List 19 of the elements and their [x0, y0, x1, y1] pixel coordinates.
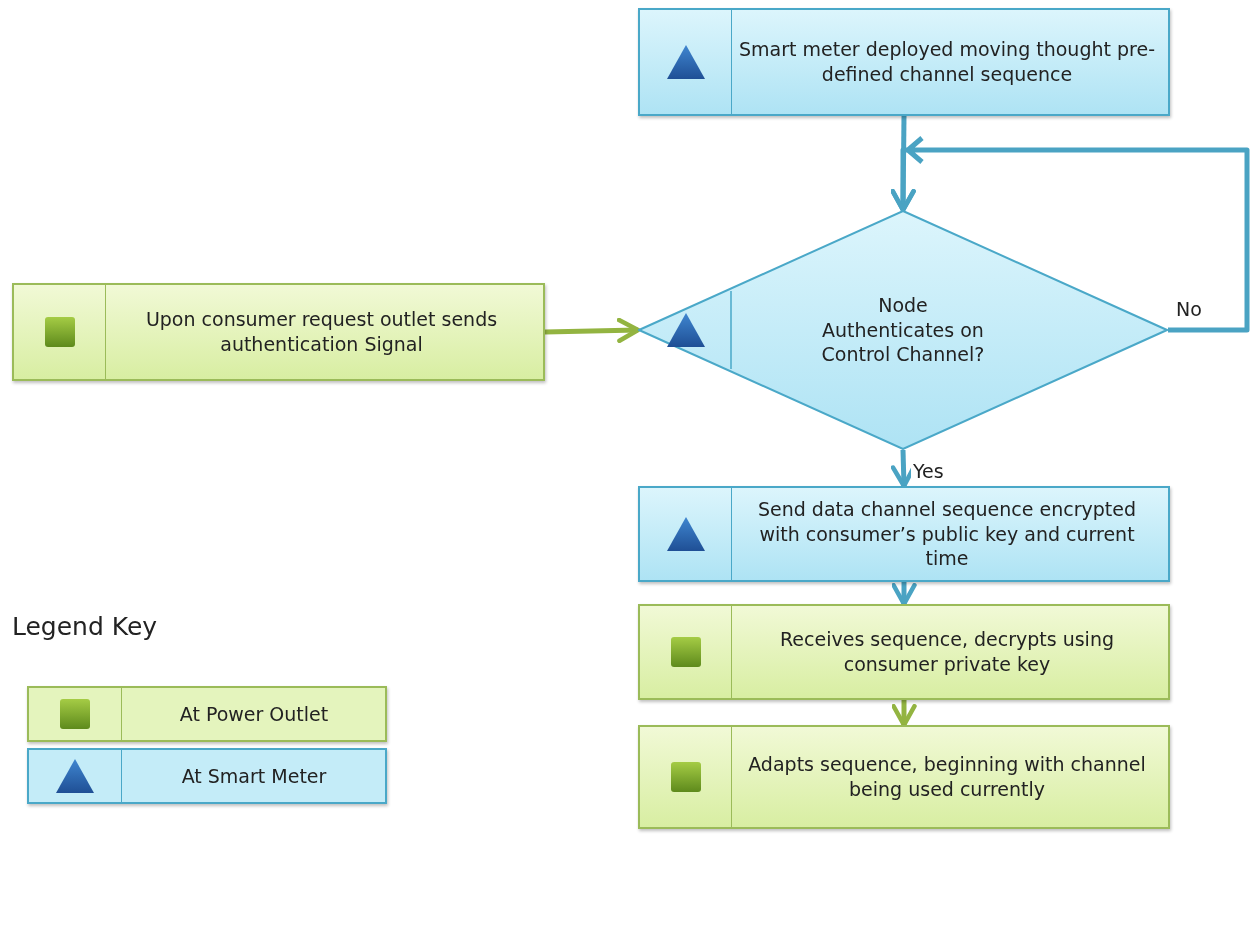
arrow [891, 700, 917, 728]
process-box [638, 8, 1170, 116]
step-text: Node Authenticates on Control Channel? [820, 292, 986, 368]
legend-title: Legend Key [12, 612, 158, 641]
arrow [891, 582, 917, 607]
process-box [638, 725, 1170, 829]
legend-text: At Power Outlet [178, 702, 330, 727]
step-text: Send data channel sequence encrypted with consumer’s public key and current time [756, 496, 1137, 572]
decision-diamond [638, 210, 1168, 450]
arrow [890, 135, 1250, 333]
process-box [638, 604, 1170, 700]
step-text: Upon consumer request outlet sends authentication Signal [144, 307, 499, 357]
process-box [638, 486, 1170, 582]
arrow [544, 317, 641, 344]
step-text: Adapts sequence, beginning with channel being used currently [747, 752, 1147, 802]
step-text: Receives sequence, decrypts using consumer private key [779, 627, 1115, 677]
legend-text: At Smart Meter [180, 764, 328, 789]
step-text: Smart meter deployed moving thought pre-defined channel sequence [738, 37, 1156, 87]
process-box [12, 283, 545, 381]
